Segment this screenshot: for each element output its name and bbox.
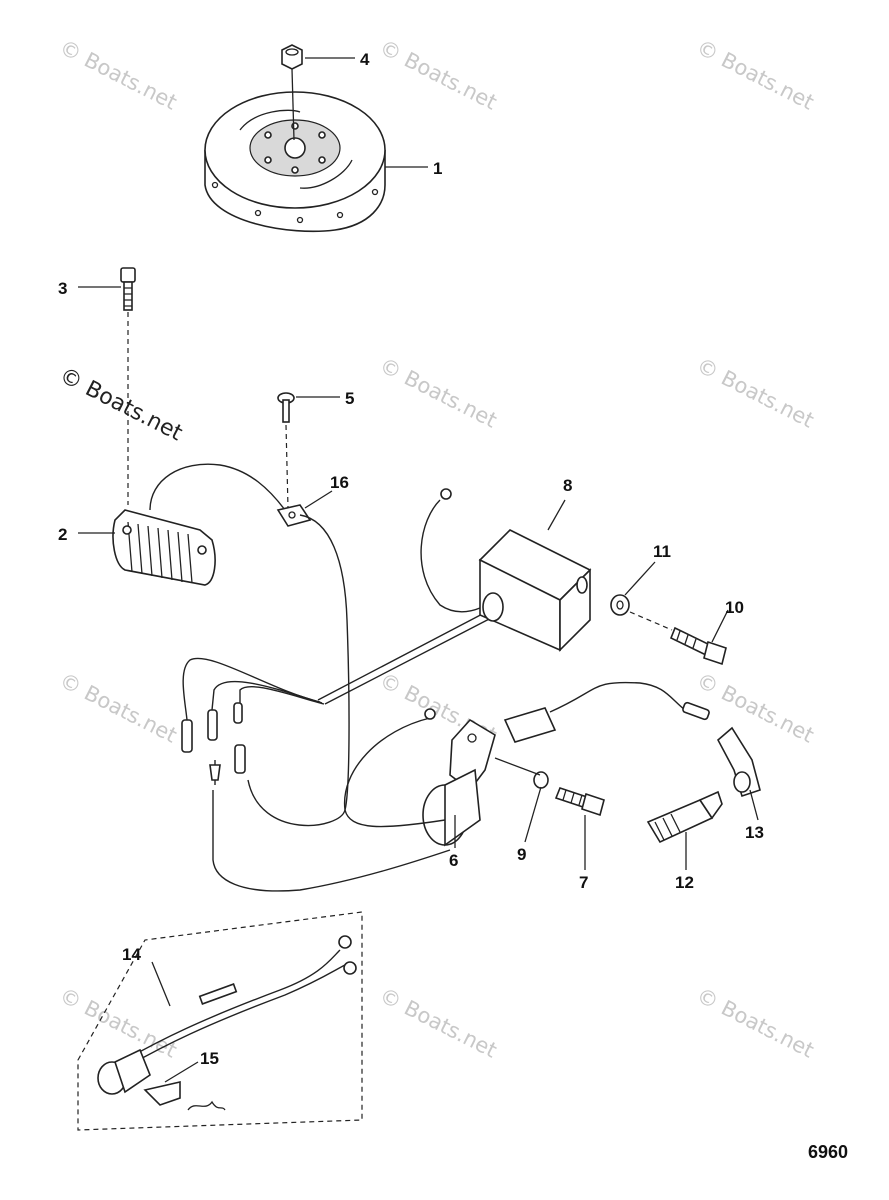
callout-7: 7	[579, 873, 588, 892]
stator-coil-part	[112, 463, 286, 586]
callout-labels: 1 2 3 4 5 6 7 8 9 10 11 12 13 14 15 16	[58, 50, 764, 1068]
callout-10: 10	[725, 598, 744, 617]
callout-14: 14	[122, 945, 141, 964]
spark-plug-part	[646, 790, 723, 844]
watermark: © Boats.net	[56, 668, 181, 748]
watermark: © Boats.net	[376, 983, 501, 1063]
ignition-coil-part	[343, 681, 710, 847]
switch-box-part	[420, 488, 592, 652]
watermark: © Boats.net	[56, 983, 181, 1063]
callout-9: 9	[517, 845, 526, 864]
callout-13: 13	[745, 823, 764, 842]
watermark: © Boats.net	[693, 983, 818, 1063]
callout-12: 12	[675, 873, 694, 892]
nut-part	[281, 44, 303, 141]
callout-8: 8	[563, 476, 572, 495]
screw-part	[120, 267, 136, 505]
stop-switch-inset	[77, 911, 363, 1131]
callout-11: 11	[653, 542, 671, 561]
washer-part	[610, 594, 673, 631]
wiring-harness	[181, 514, 496, 892]
bolt-part	[669, 626, 727, 666]
flywheel-part	[204, 91, 386, 233]
watermark: © Boats.net	[376, 353, 501, 433]
figure-number: 6960	[808, 1142, 848, 1162]
callout-4: 4	[360, 50, 370, 69]
coil-bolt-part	[554, 787, 605, 817]
callout-3: 3	[58, 279, 67, 298]
spark-plug-boot-part	[716, 726, 761, 798]
callout-15: 15	[200, 1049, 219, 1068]
callout-5: 5	[345, 389, 354, 408]
watermark: © Boats.net	[56, 35, 181, 115]
coil-washer-part	[494, 757, 549, 789]
leader-lines	[78, 57, 759, 1083]
callout-6: 6	[449, 851, 458, 870]
callout-2: 2	[58, 525, 67, 544]
watermark: © Boats.net	[693, 35, 818, 115]
clamp-screw-part	[276, 392, 312, 527]
watermark: © Boats.net	[693, 668, 818, 748]
watermark: © Boats.net	[693, 353, 818, 433]
callout-16: 16	[330, 473, 349, 492]
watermark: © Boats.net	[376, 35, 501, 115]
watermark-prominent: © Boats.net	[55, 363, 186, 446]
callout-1: 1	[433, 159, 442, 178]
